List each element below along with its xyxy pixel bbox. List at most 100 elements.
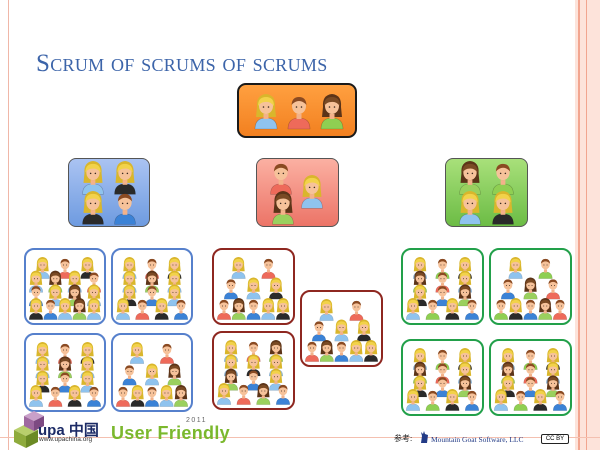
leaf-team-box-green-1 <box>401 248 484 325</box>
slide-frame-right-line <box>578 0 580 450</box>
crowd-member-icon <box>246 299 261 320</box>
reference-label: 参考: <box>394 434 413 443</box>
team-member-icon <box>82 191 104 225</box>
team-member-icon <box>82 161 104 195</box>
crowd-member-icon <box>144 386 160 407</box>
blue-team-people <box>82 161 136 225</box>
crowd-member-icon <box>275 384 291 405</box>
crowd-member-icon <box>349 339 364 362</box>
crowd-member-icon <box>144 286 160 307</box>
leaf-team-people <box>405 347 480 411</box>
crowd-member-icon <box>533 388 548 411</box>
leaf-team-people <box>304 298 379 362</box>
team-member-icon <box>272 191 294 225</box>
leaf-team-box-blue-1 <box>24 248 106 325</box>
team-member-icon <box>459 161 481 195</box>
crowd-member-icon <box>523 277 538 300</box>
upa-url: www.upachina.org <box>39 436 93 443</box>
crowd-member-icon <box>115 386 131 407</box>
crowd-member-icon <box>513 390 528 411</box>
crowd-member-icon <box>173 384 189 407</box>
crowd-member-icon <box>464 299 480 320</box>
crowd-member-icon <box>261 258 276 279</box>
leaf-team-people <box>405 256 480 320</box>
crowd-member-icon <box>86 386 102 407</box>
crowd-member-icon <box>445 388 460 411</box>
leaf-team-box-green-3 <box>401 339 484 416</box>
crowd-member-icon <box>57 258 73 279</box>
green-team-people <box>459 161 514 225</box>
top-team-member-icon <box>254 94 278 130</box>
crowd-member-icon <box>159 343 175 364</box>
reference-owner: Mountain Goat Software, LLC <box>431 435 524 444</box>
team-box-blue <box>68 158 150 227</box>
crowd-member-icon <box>363 339 379 362</box>
slide-title: Scrum of scrums of scrums <box>36 50 328 77</box>
crowd-member-icon <box>130 384 145 407</box>
crowd-member-icon <box>57 297 73 320</box>
leaf-team-people <box>28 341 102 407</box>
slide-frame-left <box>8 0 9 450</box>
crowd-member-icon <box>216 299 232 320</box>
slide-frame-right-line-2 <box>586 0 587 450</box>
crowd-member-icon <box>523 299 538 320</box>
user-friendly-logo: User Friendly <box>111 423 230 443</box>
team-member-icon <box>270 163 292 195</box>
crowd-member-icon <box>425 390 440 411</box>
crowd-member-icon <box>122 365 137 386</box>
crowd-member-icon <box>500 279 516 300</box>
crowd-member-icon <box>223 279 239 300</box>
slide-frame-bottom <box>0 437 600 438</box>
crowd-member-icon <box>67 384 82 407</box>
leaf-team-box-green-2 <box>489 248 572 325</box>
crowd-member-icon <box>231 297 246 320</box>
team-box-green <box>445 158 528 227</box>
crowd-member-icon <box>173 299 189 320</box>
leaf-team-people <box>28 256 102 320</box>
crowd-member-icon <box>464 390 480 411</box>
crowd-member-icon <box>28 297 44 320</box>
mountain-goat-icon <box>421 431 428 443</box>
crowd-member-icon <box>115 297 131 320</box>
crowd-member-icon <box>144 363 160 386</box>
crowd-member-icon <box>349 300 364 321</box>
team-member-icon <box>492 163 514 195</box>
top-team-member-icon <box>287 97 311 130</box>
leaf-team-box-green-4 <box>489 339 572 416</box>
crowd-member-icon <box>304 341 320 362</box>
crowd-member-icon <box>435 377 450 398</box>
crowd-member-icon <box>48 386 63 407</box>
leaf-team-people <box>493 347 568 411</box>
leaf-team-people <box>216 256 291 320</box>
crowd-member-icon <box>246 354 261 377</box>
upa-logo-text: upa 中国 <box>38 422 99 439</box>
crowd-member-icon <box>356 319 372 342</box>
top-team-member-icon <box>320 94 344 130</box>
crowd-member-icon <box>275 297 291 320</box>
crowd-member-icon <box>334 341 349 362</box>
crowd-member-icon <box>552 299 568 320</box>
crowd-member-icon <box>86 297 102 320</box>
leaf-team-people <box>115 256 189 320</box>
crowd-member-icon <box>268 277 284 300</box>
crowd-member-icon <box>246 277 261 300</box>
red-team-people <box>270 163 323 225</box>
crowd-member-icon <box>508 256 523 279</box>
top-team-box <box>237 83 357 138</box>
upa-logo <box>14 411 44 448</box>
leaf-team-people <box>493 256 568 320</box>
team-member-icon <box>114 193 136 225</box>
crowd-member-icon <box>445 297 460 320</box>
crowd-member-icon <box>538 297 553 320</box>
creative-commons-badge: CC BY <box>541 434 569 444</box>
crowd-member-icon <box>405 297 421 320</box>
crowd-member-icon <box>319 298 334 321</box>
crowd-member-icon <box>216 382 232 405</box>
team-member-icon <box>459 191 481 225</box>
crowd-member-icon <box>493 299 509 320</box>
leaf-team-box-blue-2 <box>111 248 193 325</box>
leaf-team-box-red-2 <box>300 290 383 367</box>
crowd-member-icon <box>135 299 150 320</box>
team-member-icon <box>301 175 323 209</box>
